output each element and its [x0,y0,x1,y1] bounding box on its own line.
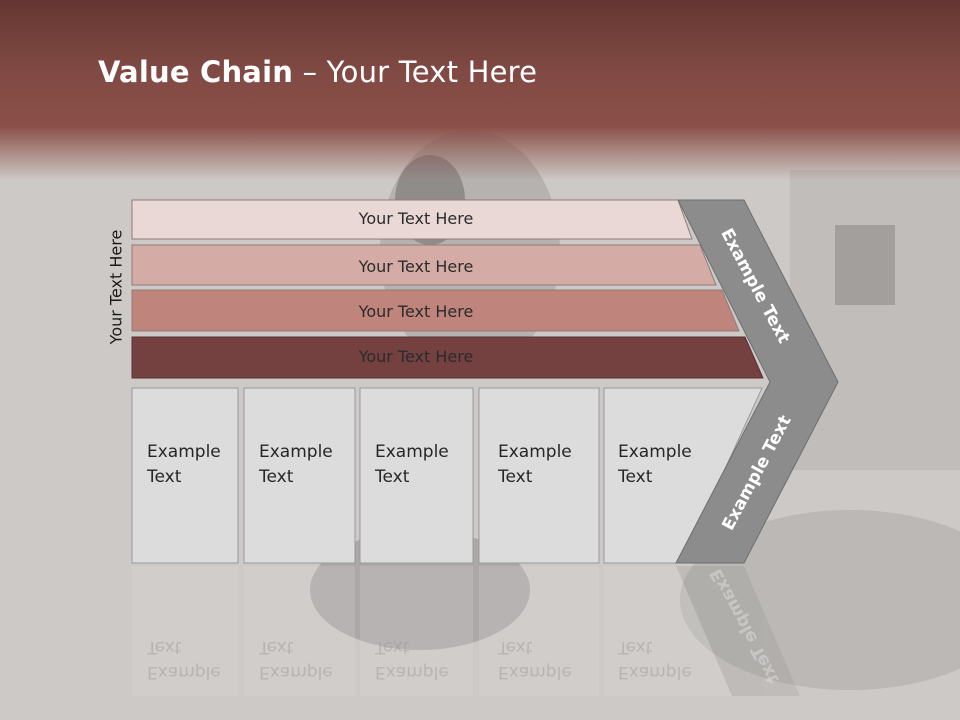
row-bar-1 [131,199,693,240]
row-label-4: Your Text Here [358,347,474,366]
row-bar-2 [131,244,717,286]
title-bold: Value Chain [98,55,294,89]
slide-title: Value Chain – Your Text Here [98,55,537,89]
header-band [0,0,960,180]
row-label-3: Your Text Here [358,302,474,321]
reflection [132,566,800,696]
title-rest: – Your Text Here [293,55,538,89]
box-3 [359,387,474,564]
chevron-arrow [675,199,839,564]
row-bar-4 [131,336,764,379]
row-bar-3 [131,289,740,332]
row-label-2: Your Text Here [358,257,474,276]
row-label-1: Your Text Here [358,209,474,228]
box-4 [478,387,600,564]
box-2 [243,387,356,564]
box-1 [131,387,239,564]
